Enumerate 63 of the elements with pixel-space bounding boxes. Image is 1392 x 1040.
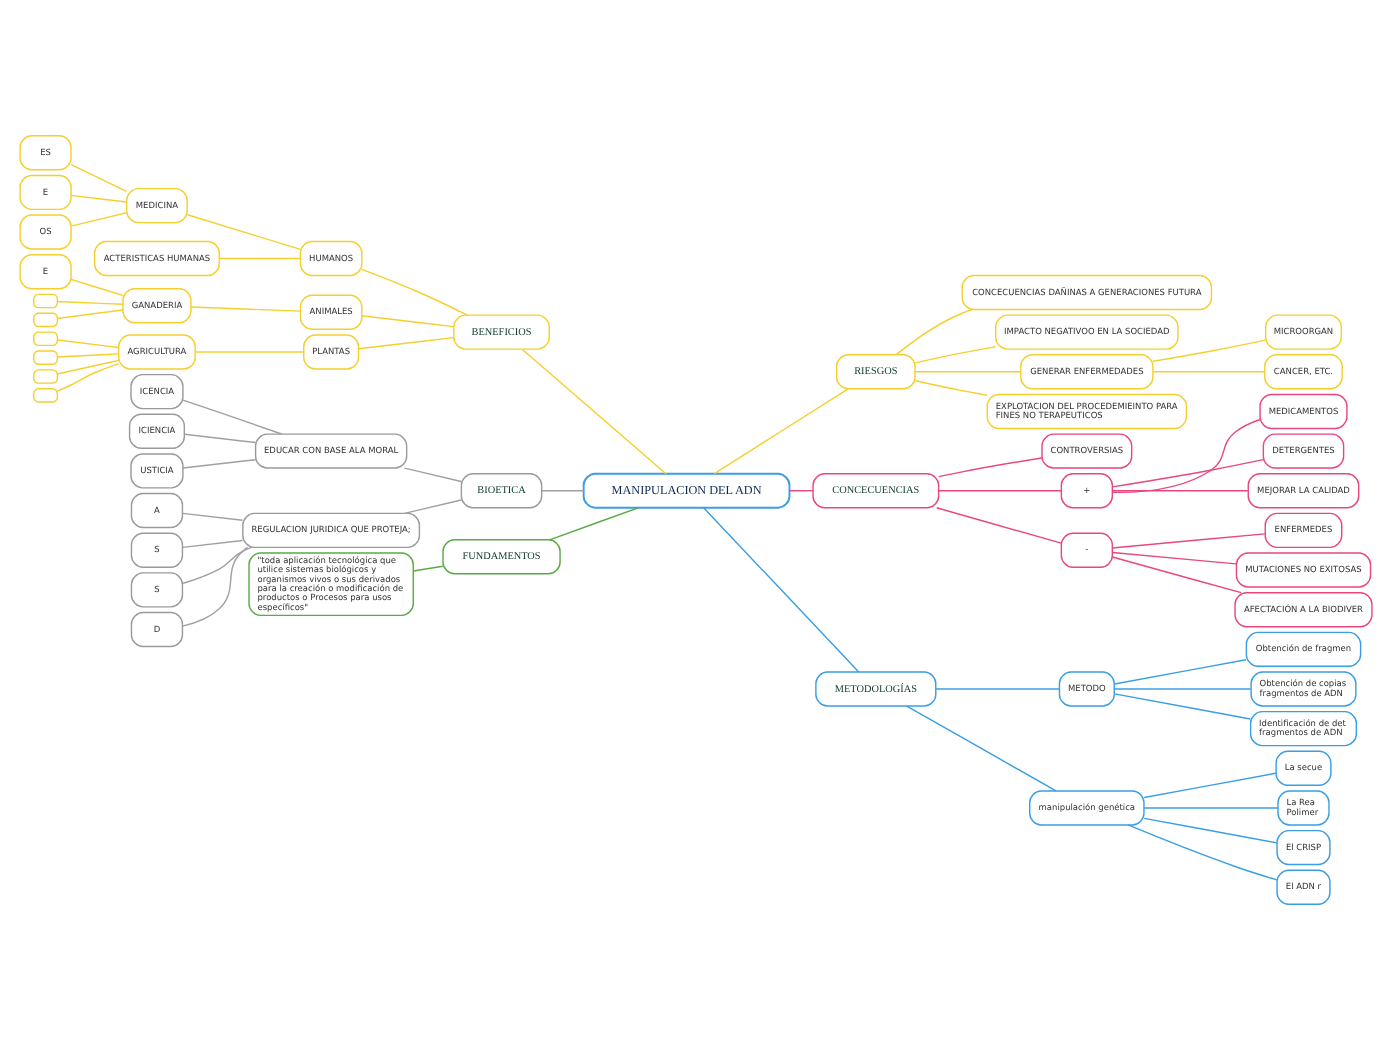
connector bbox=[1111, 533, 1266, 549]
connector bbox=[181, 546, 253, 585]
connector bbox=[1111, 490, 1249, 492]
connector bbox=[1111, 418, 1261, 494]
connector bbox=[521, 348, 667, 475]
node-box bbox=[33, 293, 59, 309]
connector bbox=[186, 214, 302, 251]
connector bbox=[70, 194, 128, 203]
connector bbox=[1143, 772, 1277, 799]
connector bbox=[182, 399, 283, 435]
connector bbox=[938, 457, 1043, 478]
connector bbox=[1111, 458, 1264, 488]
node-box bbox=[33, 369, 59, 384]
connector bbox=[56, 359, 120, 375]
connector bbox=[56, 309, 124, 320]
connector bbox=[1152, 371, 1266, 373]
connector bbox=[1143, 807, 1279, 809]
connector bbox=[56, 300, 124, 305]
connector bbox=[703, 507, 860, 673]
connector bbox=[56, 339, 120, 349]
connector bbox=[1111, 556, 1242, 594]
connector bbox=[1152, 339, 1267, 362]
connector bbox=[183, 433, 257, 444]
connector bbox=[403, 499, 462, 515]
connector bbox=[56, 353, 120, 358]
connector bbox=[789, 490, 814, 492]
connector bbox=[361, 268, 468, 316]
connector bbox=[1127, 824, 1278, 881]
connector bbox=[181, 539, 244, 549]
connector bbox=[936, 507, 1062, 544]
connector bbox=[182, 458, 257, 469]
connector bbox=[190, 306, 301, 312]
connector bbox=[935, 688, 1060, 690]
connector bbox=[713, 388, 849, 475]
connector bbox=[914, 371, 1022, 373]
node-box bbox=[33, 350, 59, 365]
connector bbox=[1143, 817, 1278, 844]
connector bbox=[541, 490, 585, 492]
connector bbox=[403, 467, 462, 483]
connector bbox=[181, 512, 244, 521]
connector bbox=[914, 346, 997, 364]
connector bbox=[358, 336, 455, 350]
connector bbox=[181, 546, 249, 627]
connector bbox=[361, 315, 455, 328]
connector bbox=[70, 163, 128, 193]
connector bbox=[914, 380, 988, 396]
connector bbox=[1113, 688, 1252, 690]
connector bbox=[70, 278, 124, 297]
connector bbox=[1111, 551, 1237, 565]
connector bbox=[548, 507, 639, 541]
connector bbox=[895, 308, 973, 356]
connector bbox=[412, 565, 444, 572]
node-box bbox=[33, 331, 59, 347]
connector bbox=[70, 212, 128, 227]
connector bbox=[937, 490, 1063, 492]
node-box bbox=[33, 312, 59, 328]
connector bbox=[194, 351, 305, 353]
node-box bbox=[33, 388, 59, 403]
connector bbox=[1113, 693, 1252, 720]
connector bbox=[56, 362, 120, 392]
connector bbox=[218, 257, 301, 260]
connector bbox=[906, 705, 1057, 792]
connector bbox=[1113, 659, 1247, 685]
